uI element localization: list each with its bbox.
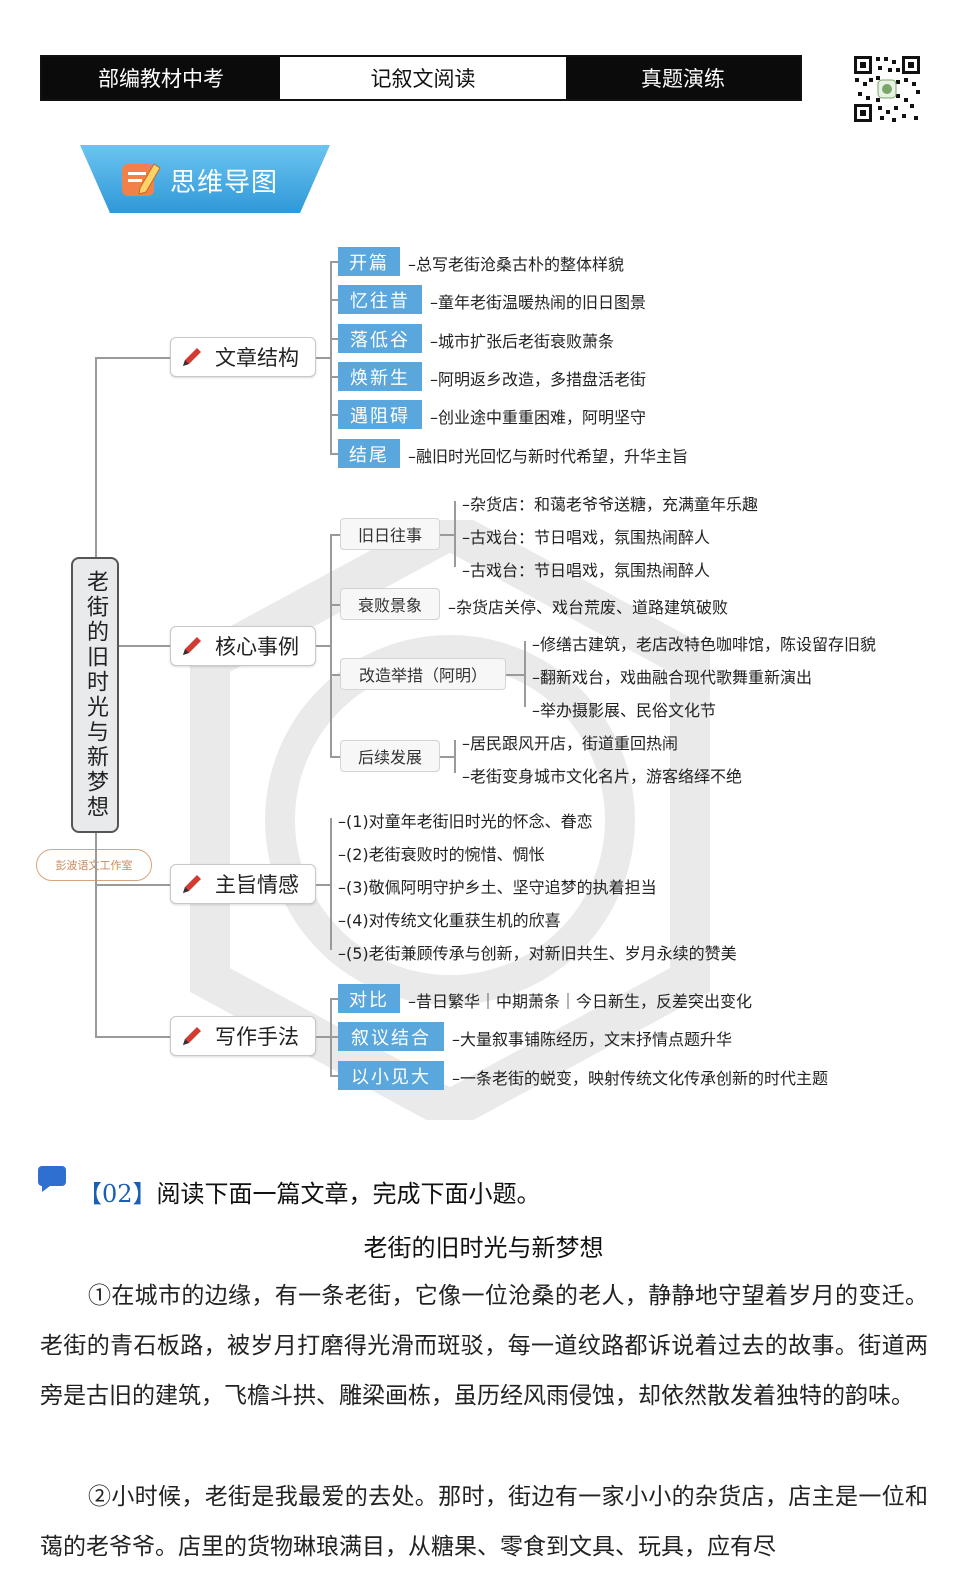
category-structure: 文章结构 <box>170 337 316 377</box>
leaf-text: –昔日繁华｜中期萧条｜今日新生，反差突出变化 <box>408 992 753 1011</box>
connector <box>330 818 332 950</box>
connector <box>119 645 170 647</box>
category-label: 文章结构 <box>215 346 299 370</box>
connector <box>440 756 454 758</box>
category-label: 主旨情感 <box>215 873 299 897</box>
tag-narrative: 叙议结合 <box>338 1022 444 1051</box>
article-paragraph-2: ②小时候，老街是我最爱的去处。那时，街边有一家小小的杂货店，店主是一位和蔼的老爷… <box>40 1484 928 1560</box>
category-technique: 写作手法 <box>170 1016 316 1056</box>
leaf-text: –古戏台：节日唱戏，氛围热闹醉人 <box>462 561 711 580</box>
leaf-text: –(5)老街兼顾传承与创新，对新旧共生、岁月永续的赞美 <box>338 944 737 963</box>
connector <box>316 1036 330 1038</box>
leaf-text: –居民跟风开店，街道重回热闹 <box>462 734 679 753</box>
connector <box>95 884 170 886</box>
connector <box>330 261 338 263</box>
leaf-text: –(2)老街衰败时的惋惜、惆怅 <box>338 845 545 864</box>
category-label: 核心事例 <box>215 635 299 659</box>
tag-decline: 落低谷 <box>338 324 422 353</box>
leaf-text: –总写老街沧桑古朴的整体样貌 <box>408 255 625 274</box>
question-number: 【02】 <box>78 1180 157 1208</box>
question-prompt: 阅读下面一篇文章，完成下面小题。 <box>156 1180 541 1208</box>
connector <box>440 534 454 536</box>
connector <box>330 1036 338 1038</box>
category-theme: 主旨情感 <box>170 864 316 904</box>
header-center: 记叙文阅读 <box>280 57 566 99</box>
banner-title: 思维导图 <box>170 168 279 198</box>
connector <box>95 357 170 359</box>
question-heading: 【02】阅读下面一篇文章，完成下面小题。 <box>78 1174 541 1209</box>
connector <box>454 501 456 567</box>
qr-code-icon <box>852 54 922 124</box>
pen-icon <box>183 637 201 655</box>
leaf-text: –融旧时光回忆与新时代希望，升华主旨 <box>408 447 689 466</box>
header-right: 真题演练 <box>566 57 800 99</box>
connector <box>330 414 338 416</box>
root-node: 老街的旧时光与新梦想 <box>71 557 119 833</box>
connector <box>95 833 97 1037</box>
header-bar: 部编教材中考 记叙文阅读 真题演练 <box>40 55 802 101</box>
connector <box>330 998 338 1000</box>
tag-ending: 结尾 <box>338 439 400 468</box>
question-marker-icon <box>38 1166 66 1192</box>
leaf-text: –阿明返乡改造，多措盘活老街 <box>430 370 647 389</box>
leaf-text: –创业途中重重困难，阿明坚守 <box>430 408 647 427</box>
group-past: 旧日往事 <box>340 518 440 550</box>
connector <box>330 453 338 455</box>
connector <box>316 884 330 886</box>
leaf-text: –杂货店：和蔼老爷爷送糖，充满童年乐趣 <box>462 495 759 514</box>
connector <box>330 674 340 676</box>
connector <box>330 534 332 757</box>
leaf-text: –翻新戏台，戏曲融合现代歌舞重新演出 <box>532 668 813 687</box>
connector <box>330 261 332 454</box>
tag-contrast: 对比 <box>338 984 400 1013</box>
category-examples: 核心事例 <box>170 626 316 666</box>
tag-obstacle: 遇阻碍 <box>338 400 422 429</box>
article-paragraph-1: ①在城市的边缘，有一条老街，它像一位沧桑的老人，静静地守望着岁月的变迁。老街的青… <box>40 1283 928 1409</box>
connector <box>330 534 340 536</box>
leaf-text: –(1)对童年老街旧时光的怀念、眷恋 <box>338 812 593 831</box>
leaf-text: –古戏台：节日唱戏，氛围热闹醉人 <box>462 528 711 547</box>
pen-icon <box>183 1027 201 1045</box>
studio-stamp: 彭波语文工作室 <box>36 849 152 881</box>
connector <box>330 299 338 301</box>
leaf-text: –(4)对传统文化重获生机的欣喜 <box>338 911 561 930</box>
group-later: 后续发展 <box>340 740 440 772</box>
connector <box>330 1075 338 1077</box>
connector <box>524 641 526 707</box>
root-label: 老街的旧时光与新梦想 <box>83 570 108 820</box>
leaf-text: –城市扩张后老街衰败萧条 <box>430 332 615 351</box>
connector <box>330 338 338 340</box>
connector <box>330 756 340 758</box>
tag-small-big: 以小见大 <box>338 1061 444 1090</box>
header-left: 部编教材中考 <box>42 57 280 99</box>
leaf-text: –修缮古建筑，老店改特色咖啡馆，陈设留存旧貌 <box>532 635 877 654</box>
connector <box>454 740 456 773</box>
connector <box>316 357 330 359</box>
group-decline: 衰败景象 <box>340 588 440 620</box>
connector <box>95 1036 170 1038</box>
tag-opening: 开篇 <box>338 247 400 276</box>
leaf-text: –(3)敬佩阿明守护乡土、坚守追梦的执着担当 <box>338 878 657 897</box>
connector <box>506 674 524 676</box>
leaf-text: –老街变身城市文化名片，游客络绎不绝 <box>462 767 743 786</box>
connector <box>330 376 338 378</box>
leaf-text: –杂货店关停、戏台荒废、道路建筑破败 <box>448 598 729 617</box>
connector <box>330 604 340 606</box>
pen-icon <box>183 875 201 893</box>
tag-renewal: 焕新生 <box>338 362 422 391</box>
group-reform: 改造举措（阿明） <box>340 658 506 690</box>
leaf-text: –举办摄影展、民俗文化节 <box>532 701 717 720</box>
article-title: 老街的旧时光与新梦想 <box>363 1234 604 1262</box>
tag-recall: 忆往昔 <box>338 285 422 314</box>
leaf-text: –童年老街温暖热闹的旧日图景 <box>430 293 647 312</box>
pen-icon <box>183 348 201 366</box>
leaf-text: –一条老街的蜕变，映射传统文化传承创新的时代主题 <box>452 1069 829 1088</box>
connector <box>95 357 97 557</box>
leaf-text: –大量叙事铺陈经历，文末抒情点题升华 <box>452 1030 733 1049</box>
category-label: 写作手法 <box>215 1025 299 1049</box>
edit-note-icon <box>122 163 161 196</box>
connector <box>316 645 330 647</box>
